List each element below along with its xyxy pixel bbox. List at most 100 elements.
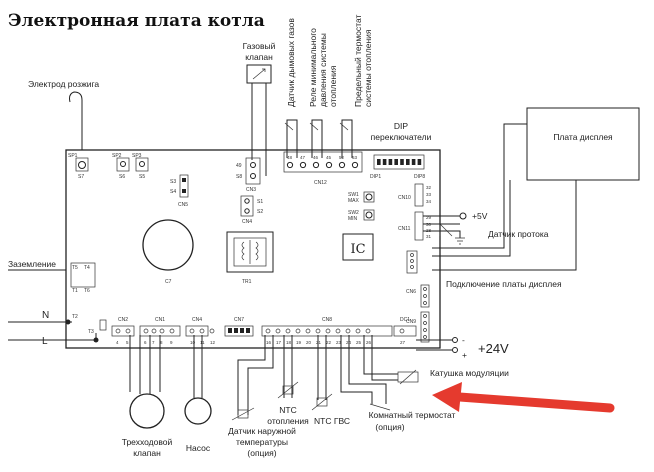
min-pressure-relay-label-2: давления системы bbox=[318, 33, 328, 107]
bottom-pin-number: 11 bbox=[200, 340, 205, 345]
outdoor-sensor-symbol bbox=[237, 409, 249, 419]
cn12-pin-number: 52 bbox=[339, 155, 345, 160]
limit-thermostat-switch bbox=[339, 119, 353, 135]
bottom-pin-number: 5 bbox=[126, 340, 129, 345]
dip-cell bbox=[382, 159, 387, 165]
bottom-pin bbox=[199, 328, 205, 334]
bottom-pin bbox=[209, 328, 215, 334]
bottom-pin-number: 7 bbox=[152, 340, 155, 345]
svg-text:CN9: CN9 bbox=[406, 319, 416, 325]
cn12-pin-number: 53 bbox=[352, 155, 358, 160]
flow-sensor-label: Датчик протока bbox=[488, 229, 549, 239]
connector-pin bbox=[423, 301, 427, 305]
bottom-pin bbox=[295, 328, 301, 334]
svg-text:T5: T5 bbox=[72, 265, 78, 271]
display-board-label: Плата дисплея bbox=[553, 132, 613, 142]
svg-text:33: 33 bbox=[426, 192, 432, 197]
bottom-pin-number: 19 bbox=[296, 340, 302, 345]
minus-24v-terminal bbox=[452, 337, 458, 343]
dip-label-1: DIP bbox=[394, 121, 409, 131]
sw1-max-trimmer bbox=[363, 191, 375, 203]
svg-text:S1: S1 bbox=[257, 199, 263, 205]
bottom-pin bbox=[315, 328, 321, 334]
bottom-connector bbox=[111, 325, 135, 337]
ground-terminal-block bbox=[70, 262, 96, 288]
display-connector bbox=[406, 250, 418, 274]
limit-thermostat-label-1: Предельный термостат bbox=[353, 15, 363, 107]
sp2-block bbox=[116, 157, 130, 172]
svg-text:T1: T1 bbox=[72, 288, 78, 294]
connector-pin bbox=[423, 287, 427, 291]
svg-text:S7: S7 bbox=[78, 174, 84, 180]
svg-text:29: 29 bbox=[426, 215, 432, 220]
svg-text:MAX: MAX bbox=[348, 198, 360, 204]
plus5v-label: +5V bbox=[472, 211, 488, 221]
cn12-pin bbox=[286, 161, 294, 169]
bottom-pin-number: 6 bbox=[144, 340, 147, 345]
svg-text:S4: S4 bbox=[170, 189, 176, 195]
bottom-pin-number: 4 bbox=[116, 340, 119, 345]
bottom-pin-number: 12 bbox=[210, 340, 216, 345]
display-board-box bbox=[526, 107, 640, 181]
neutral-label: N bbox=[42, 310, 49, 321]
dip-switch-block bbox=[373, 154, 425, 170]
dip-cell bbox=[377, 159, 381, 165]
svg-text:MIN: MIN bbox=[348, 216, 358, 222]
circuit-board-outline bbox=[65, 149, 441, 349]
bottom-pin-number: 22 bbox=[326, 340, 332, 345]
bottom-pin-number: 23 bbox=[336, 340, 342, 345]
outdoor-sensor-label-1: Датчик наружной bbox=[228, 426, 296, 436]
cn12-pin bbox=[325, 161, 333, 169]
cn12-pin-number: 46 bbox=[313, 155, 319, 160]
bottom-pin bbox=[275, 328, 281, 334]
display-connection-label: Подключение платы дисплея bbox=[446, 279, 562, 289]
pump-motor bbox=[184, 397, 212, 425]
sp1-block bbox=[75, 157, 89, 172]
ignition-electrode-label: Электрод розжига bbox=[28, 79, 99, 89]
three-way-valve-motor bbox=[129, 393, 165, 429]
ntc-heating-label-2: отопления bbox=[267, 416, 309, 426]
svg-text:DIP1: DIP1 bbox=[370, 174, 381, 180]
sw2-min-trimmer bbox=[363, 209, 375, 221]
bottom-connector-label: DC1 bbox=[400, 317, 410, 323]
connector-pin bbox=[423, 321, 427, 325]
gas-valve-label-line1: Газовый bbox=[243, 41, 276, 51]
bottom-pin bbox=[325, 328, 331, 334]
limit-thermostat-label-2: системы отопления bbox=[363, 29, 373, 107]
ntc-dhw-symbol bbox=[316, 397, 328, 407]
bottom-pin-number: 26 bbox=[366, 340, 372, 345]
svg-text:CN10: CN10 bbox=[398, 195, 411, 201]
connector-pin bbox=[410, 253, 414, 257]
connector-pin bbox=[410, 265, 414, 269]
svg-text:TR1: TR1 bbox=[242, 279, 252, 285]
bottom-pin bbox=[125, 328, 131, 334]
modulation-coil-symbol bbox=[397, 371, 419, 383]
outdoor-sensor-label-3: (опция) bbox=[247, 448, 276, 458]
svg-text:CN11: CN11 bbox=[398, 226, 411, 232]
ntc-heating-symbol bbox=[282, 385, 294, 395]
modulation-coil-label: Катушка модуляции bbox=[430, 368, 509, 378]
bottom-pin bbox=[285, 328, 291, 334]
svg-text:SP2: SP2 bbox=[112, 153, 122, 159]
bottom-pin bbox=[159, 328, 165, 334]
ic-chip bbox=[342, 233, 374, 261]
gas-valve-label-line2: клапан bbox=[245, 52, 273, 62]
page-title: Электронная плата котла bbox=[8, 11, 265, 31]
plus-label: + bbox=[462, 350, 467, 360]
bottom-pin-number: 25 bbox=[356, 340, 362, 345]
plus24v-label: +24V bbox=[478, 341, 509, 356]
plus5v-terminal bbox=[459, 212, 467, 220]
cn11-connector bbox=[414, 211, 424, 241]
bottom-connector-label: CN7 bbox=[234, 317, 244, 323]
bottom-pin bbox=[335, 328, 341, 334]
flue-gas-sensor-switch bbox=[284, 119, 298, 135]
display-wire-1 bbox=[432, 180, 577, 271]
cn12-pin bbox=[312, 161, 320, 169]
svg-text:SP1: SP1 bbox=[68, 153, 78, 159]
dip-cell bbox=[388, 159, 393, 165]
svg-text:S3: S3 bbox=[170, 179, 176, 185]
bottom-connector-label: CN1 bbox=[155, 317, 165, 323]
connector-pin bbox=[423, 328, 427, 332]
svg-text:SW2: SW2 bbox=[348, 210, 359, 216]
